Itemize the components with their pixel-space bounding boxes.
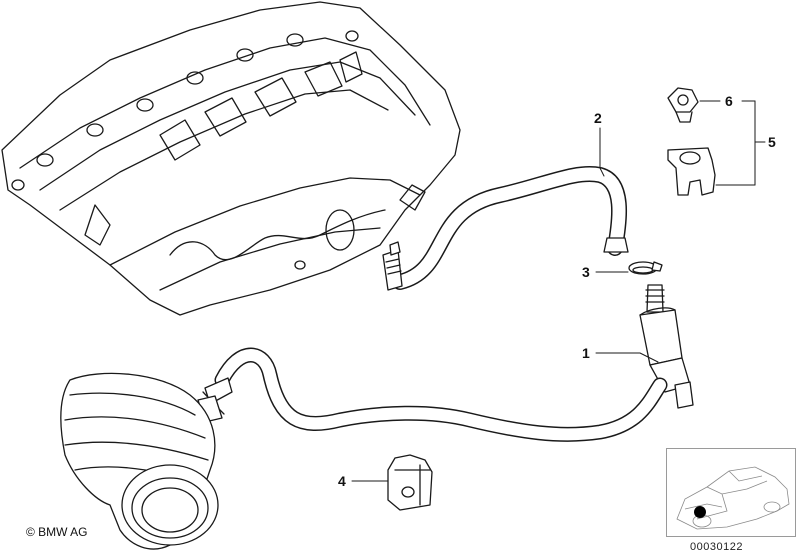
clip-6 [667, 87, 699, 123]
callout-3: 3 [582, 264, 590, 280]
hose-2 [392, 166, 629, 290]
intake-boot [60, 372, 219, 550]
diagram-id: 00030122 [690, 541, 743, 553]
callout-4: 4 [338, 473, 346, 489]
callout-6: 6 [725, 93, 733, 109]
callout-2: 2 [594, 110, 602, 126]
intake-manifold [1, 1, 461, 316]
car-outline-icon [676, 466, 790, 530]
callout-1: 1 [582, 345, 590, 361]
leader-lines [351, 100, 766, 482]
location-marker-icon [694, 506, 706, 518]
angle-connector [382, 241, 403, 291]
bracket-5 [667, 147, 716, 196]
hose-1 [197, 347, 668, 442]
callout-5: 5 [768, 134, 776, 150]
copyright-text: © BMW AG [26, 525, 88, 539]
hose-clamp [628, 261, 663, 275]
vehicle-locator-thumbnail [666, 448, 796, 537]
grommet-4 [387, 454, 433, 511]
vent-valve [639, 284, 694, 409]
